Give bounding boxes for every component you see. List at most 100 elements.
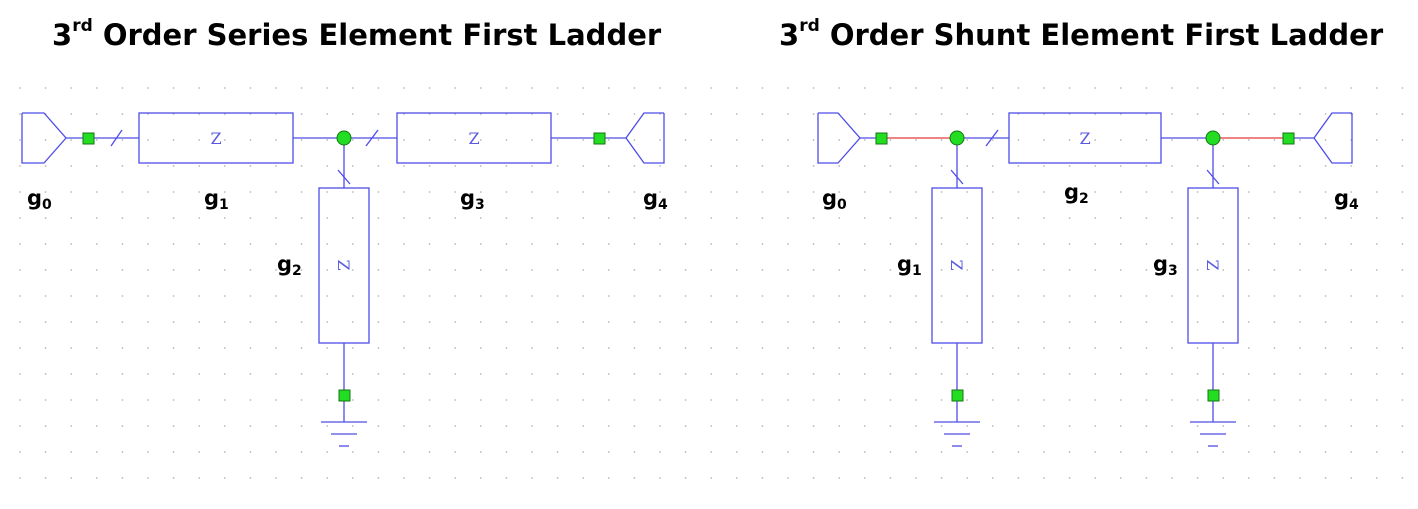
grid-dot: [531, 217, 533, 219]
grid-dot: [684, 269, 687, 271]
grid-dot: [1017, 477, 1020, 479]
grid-dot: [351, 113, 354, 115]
grid-dot: [889, 191, 892, 193]
grid-dot: [428, 399, 431, 401]
grid-dot: [1068, 451, 1071, 453]
grid-dot: [326, 165, 329, 167]
grid-dot: [582, 191, 585, 193]
grid-dot: [351, 321, 354, 323]
grid-dot: [633, 321, 636, 323]
grid-dot: [275, 373, 277, 375]
grid-dot: [940, 399, 943, 401]
grid-dot: [326, 113, 329, 115]
grid-dot: [198, 451, 201, 453]
grid-dot: [787, 425, 789, 427]
grid-dot: [1017, 451, 1020, 453]
grid-dot: [966, 191, 969, 193]
port-2-symbol: [1313, 112, 1353, 164]
grid-dot: [351, 373, 354, 375]
grid-dot: [940, 373, 943, 375]
grid-dot: [326, 243, 329, 245]
grid-dot: [479, 295, 482, 297]
grid-dot: [889, 217, 892, 219]
grid-dot: [659, 87, 661, 89]
grid-dot: [351, 347, 354, 349]
grid-dot: [172, 451, 175, 453]
grid-dot: [1324, 269, 1327, 271]
grid-dot: [1273, 139, 1276, 141]
grid-dot: [1401, 217, 1404, 219]
grid-dot: [1273, 191, 1276, 193]
grid-dot: [1094, 269, 1097, 271]
grid-dot: [659, 477, 661, 479]
grid-dot: [454, 321, 457, 323]
grid-dot: [377, 269, 380, 271]
grid-dot: [607, 295, 610, 297]
grid-dot: [351, 139, 354, 141]
grid-dot: [19, 113, 21, 115]
grid-dot: [300, 425, 303, 427]
grid-dot: [531, 243, 533, 245]
grid-dot: [940, 139, 943, 141]
grid-dot: [377, 243, 380, 245]
grid-dot: [607, 373, 610, 375]
grid-dot: [787, 139, 789, 141]
grid-dot: [249, 87, 252, 89]
grid-dot: [531, 139, 533, 141]
grid-dot: [889, 399, 892, 401]
grid-dot: [351, 191, 354, 193]
grid-dot: [1094, 425, 1097, 427]
grid-dot: [787, 321, 789, 323]
grid-dot: [1043, 269, 1045, 271]
grid-dot: [377, 321, 380, 323]
grid-dot: [659, 165, 661, 167]
grid-dot: [19, 451, 21, 453]
grid-dot: [684, 425, 687, 427]
grid-dot: [454, 269, 457, 271]
grid-dot: [633, 243, 636, 245]
grid-dot: [428, 87, 431, 89]
grid-dot: [556, 269, 559, 271]
grid-dot: [684, 373, 687, 375]
grid-dot: [1401, 87, 1404, 89]
grid-dot: [121, 347, 124, 349]
grid-dot: [147, 191, 149, 193]
grid-dot: [659, 399, 661, 401]
grid-dot: [70, 295, 73, 297]
grid-dot: [607, 399, 610, 401]
grid-dot: [940, 477, 943, 479]
grid-dot: [889, 477, 892, 479]
grid-dot: [735, 451, 738, 453]
grid-dot: [812, 321, 815, 323]
grid-dot: [735, 113, 738, 115]
grid-dot: [300, 477, 303, 479]
z-label: Z: [334, 259, 353, 270]
grid-dot: [787, 295, 789, 297]
grid-dot: [377, 113, 380, 115]
grid-dot: [1145, 165, 1148, 167]
grid-dot: [1119, 295, 1122, 297]
grid-dot: [1375, 425, 1378, 427]
grid-dot: [1273, 113, 1276, 115]
grid-dot: [1247, 191, 1250, 193]
grid-dot: [1375, 399, 1378, 401]
grid-dot: [44, 217, 47, 219]
grid-dot: [710, 165, 713, 167]
grid-dot: [172, 191, 175, 193]
grid-dot: [1196, 425, 1199, 427]
grid-dot: [1094, 87, 1097, 89]
grid-dot: [1247, 373, 1250, 375]
grid-dot: [966, 113, 969, 115]
grid-dot: [326, 477, 329, 479]
grid-dot: [1401, 373, 1404, 375]
grid-dot: [403, 295, 405, 297]
grid-dot: [505, 477, 508, 479]
grid-dot: [684, 191, 687, 193]
grid-dot: [428, 295, 431, 297]
grid-dot: [121, 321, 124, 323]
grid-dot: [991, 477, 994, 479]
grid-dot: [991, 425, 994, 427]
grid-dot: [223, 295, 226, 297]
grid-dot: [607, 139, 610, 141]
grid-dot: [1401, 321, 1404, 323]
